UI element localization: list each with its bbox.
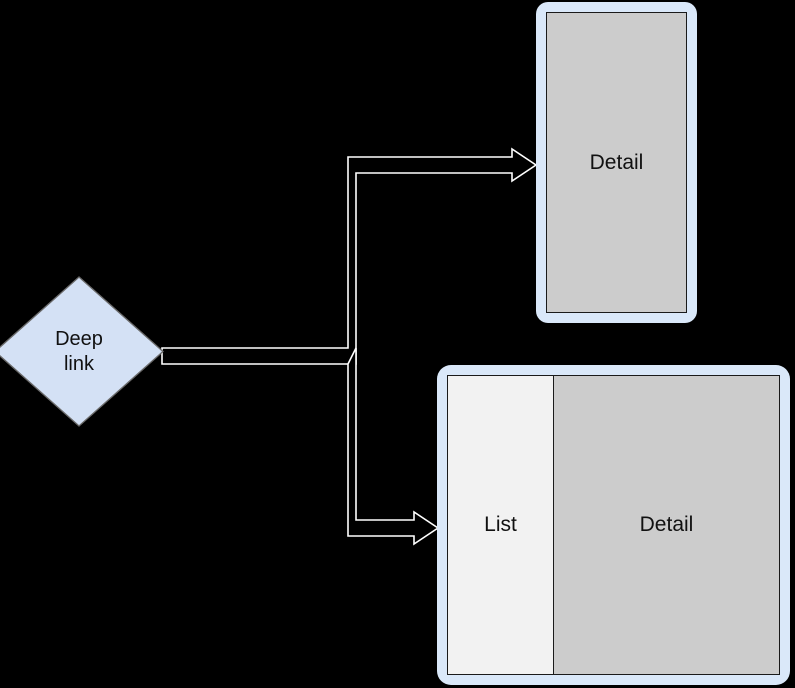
tablet-detail-pane[interactable]: Detail xyxy=(553,375,780,675)
edge-deep-link-to-list-detail xyxy=(347,347,440,546)
tablet-list-label: List xyxy=(484,513,517,536)
tablet-list-pane[interactable]: List xyxy=(447,375,553,675)
diamond-shape xyxy=(0,276,164,427)
tablet-detail-label: Detail xyxy=(639,513,694,536)
node-deep-link[interactable]: Deep link xyxy=(0,276,164,427)
edge-deep-link-to-detail xyxy=(161,147,538,365)
phone-detail-pane[interactable]: Detail xyxy=(546,12,687,313)
phone-detail-label: Detail xyxy=(589,150,644,174)
node-tablet-frame[interactable]: List Detail xyxy=(437,365,790,685)
node-phone-frame[interactable]: Detail xyxy=(536,2,697,323)
